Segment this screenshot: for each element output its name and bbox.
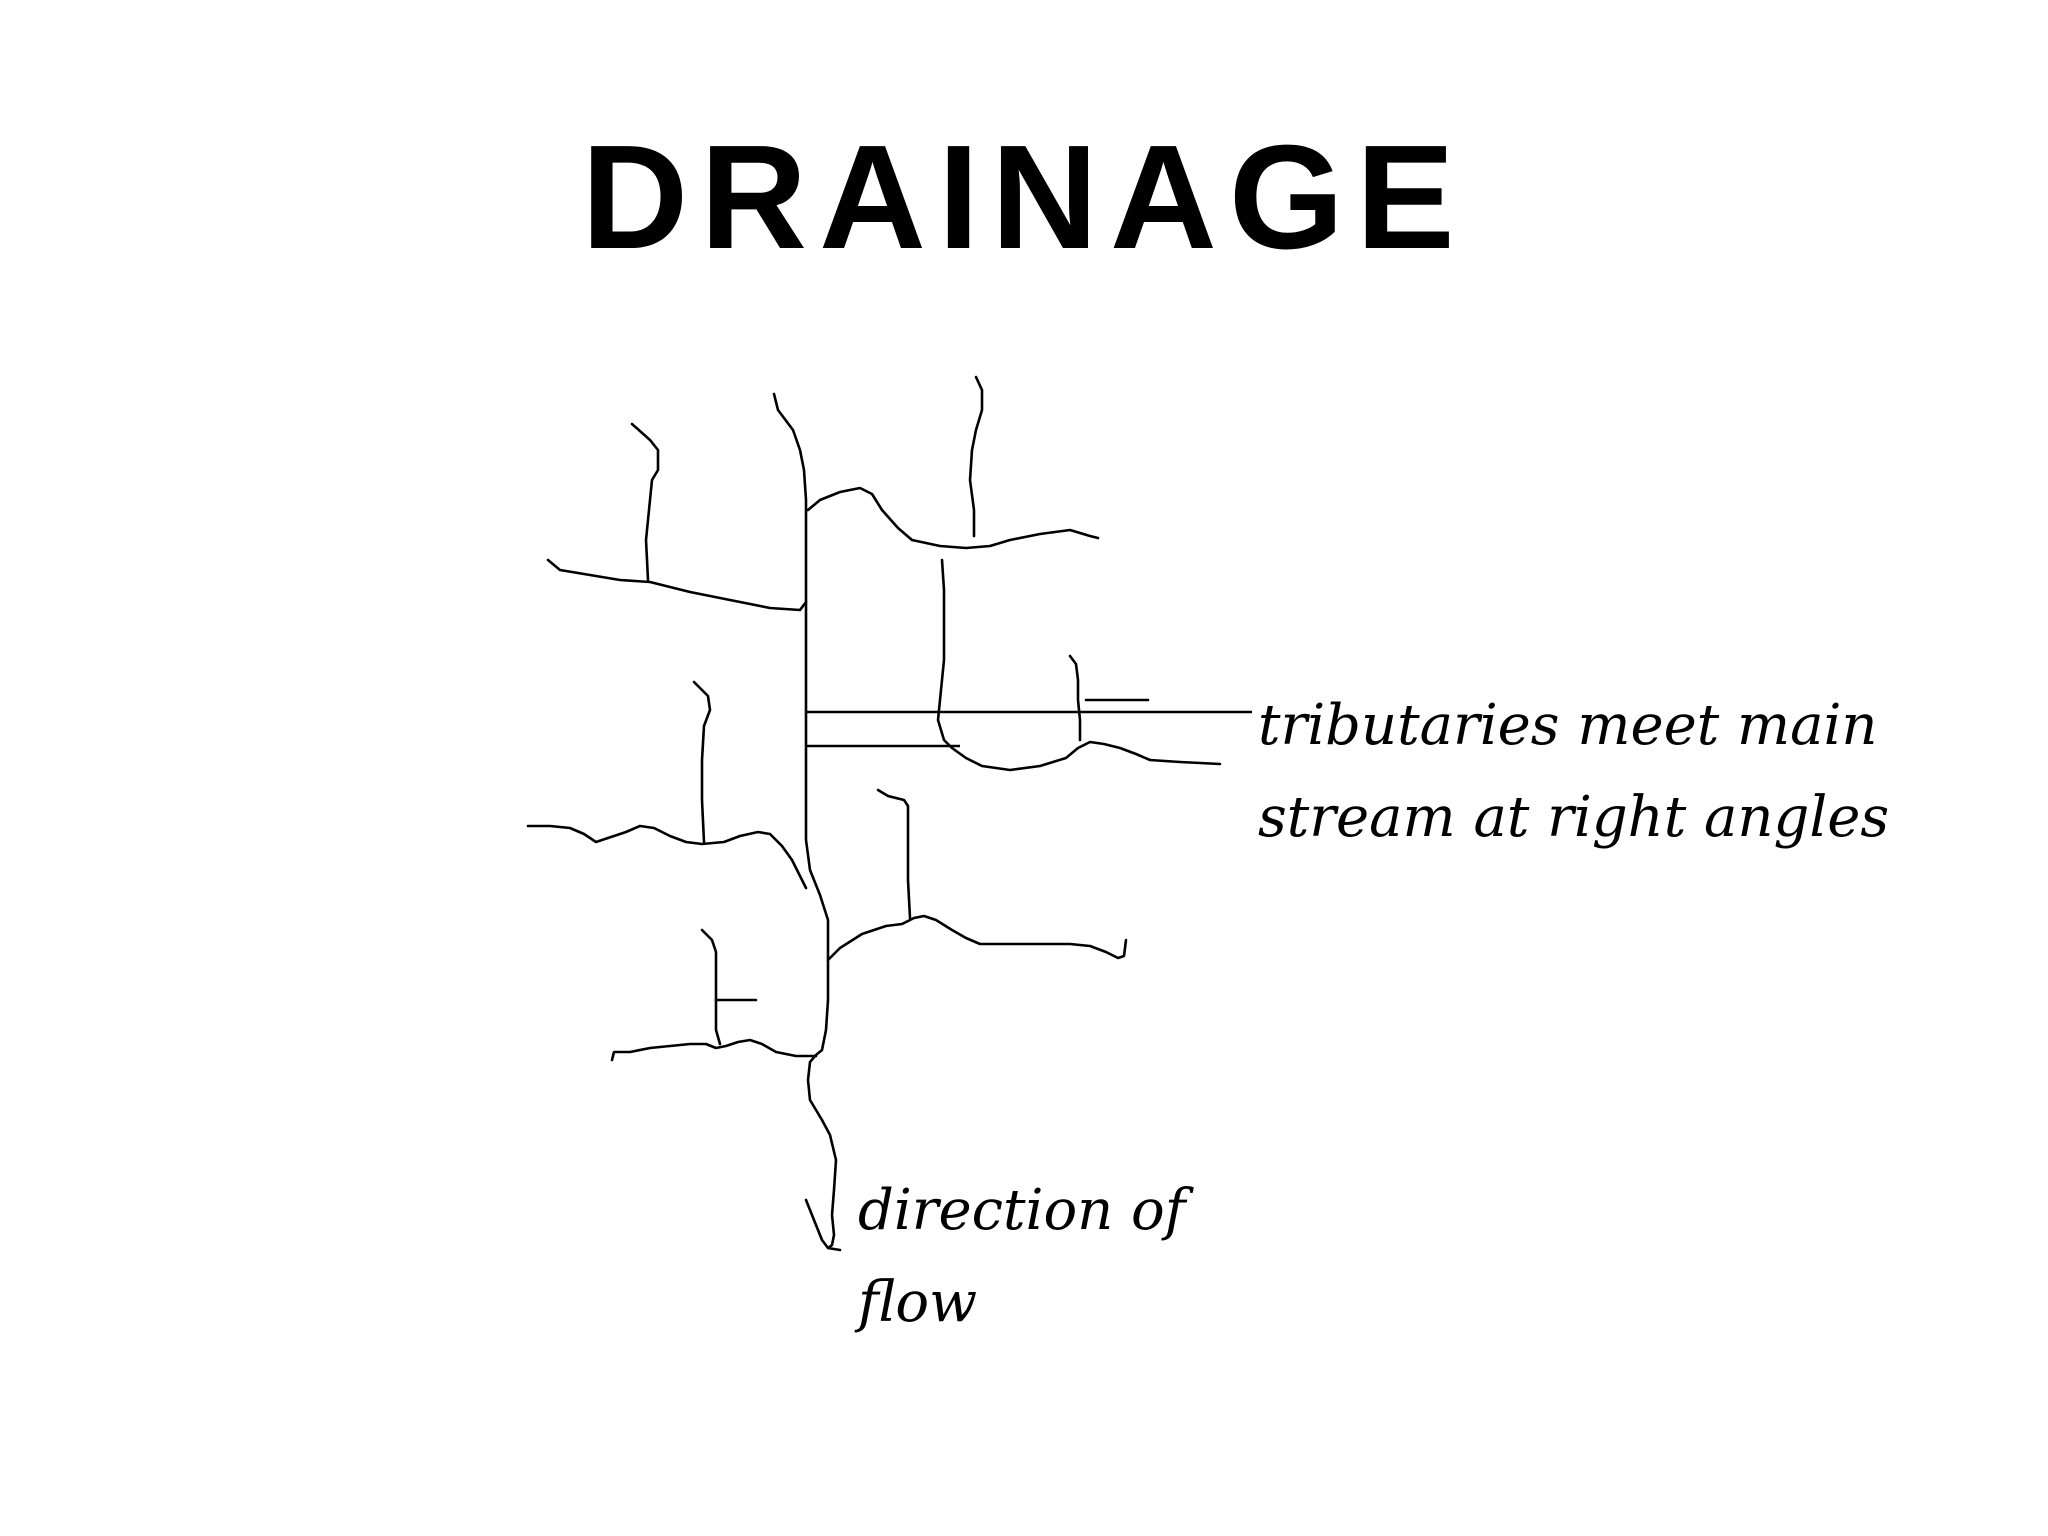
- tributary-upper-right: [806, 486, 1100, 550]
- tributary-middle-right-branch: [1068, 654, 1082, 742]
- tributary-lower-right-branch: [876, 788, 912, 920]
- tributary-middle-left: [526, 824, 808, 890]
- tributary-upper-left-branch: [630, 422, 660, 582]
- tributaries-label: tributaries meet main stream at right an…: [1258, 693, 1890, 850]
- flow-direction-label: direction of flow: [858, 1178, 1186, 1335]
- tributary-upper-left: [546, 558, 808, 612]
- tributary-upper-right-branch: [968, 375, 984, 538]
- tributary-middle-right: [936, 558, 1222, 772]
- tributary-lower-left: [610, 1038, 818, 1062]
- slide-title: DRAINAGE: [581, 115, 1467, 280]
- stream-mouth: [804, 1198, 830, 1250]
- tributary-middle-left-branch: [692, 680, 712, 844]
- main-stream: [772, 392, 842, 1252]
- tributary-lower-left-branch: [700, 928, 722, 1046]
- tributary-lower-right: [826, 914, 1128, 962]
